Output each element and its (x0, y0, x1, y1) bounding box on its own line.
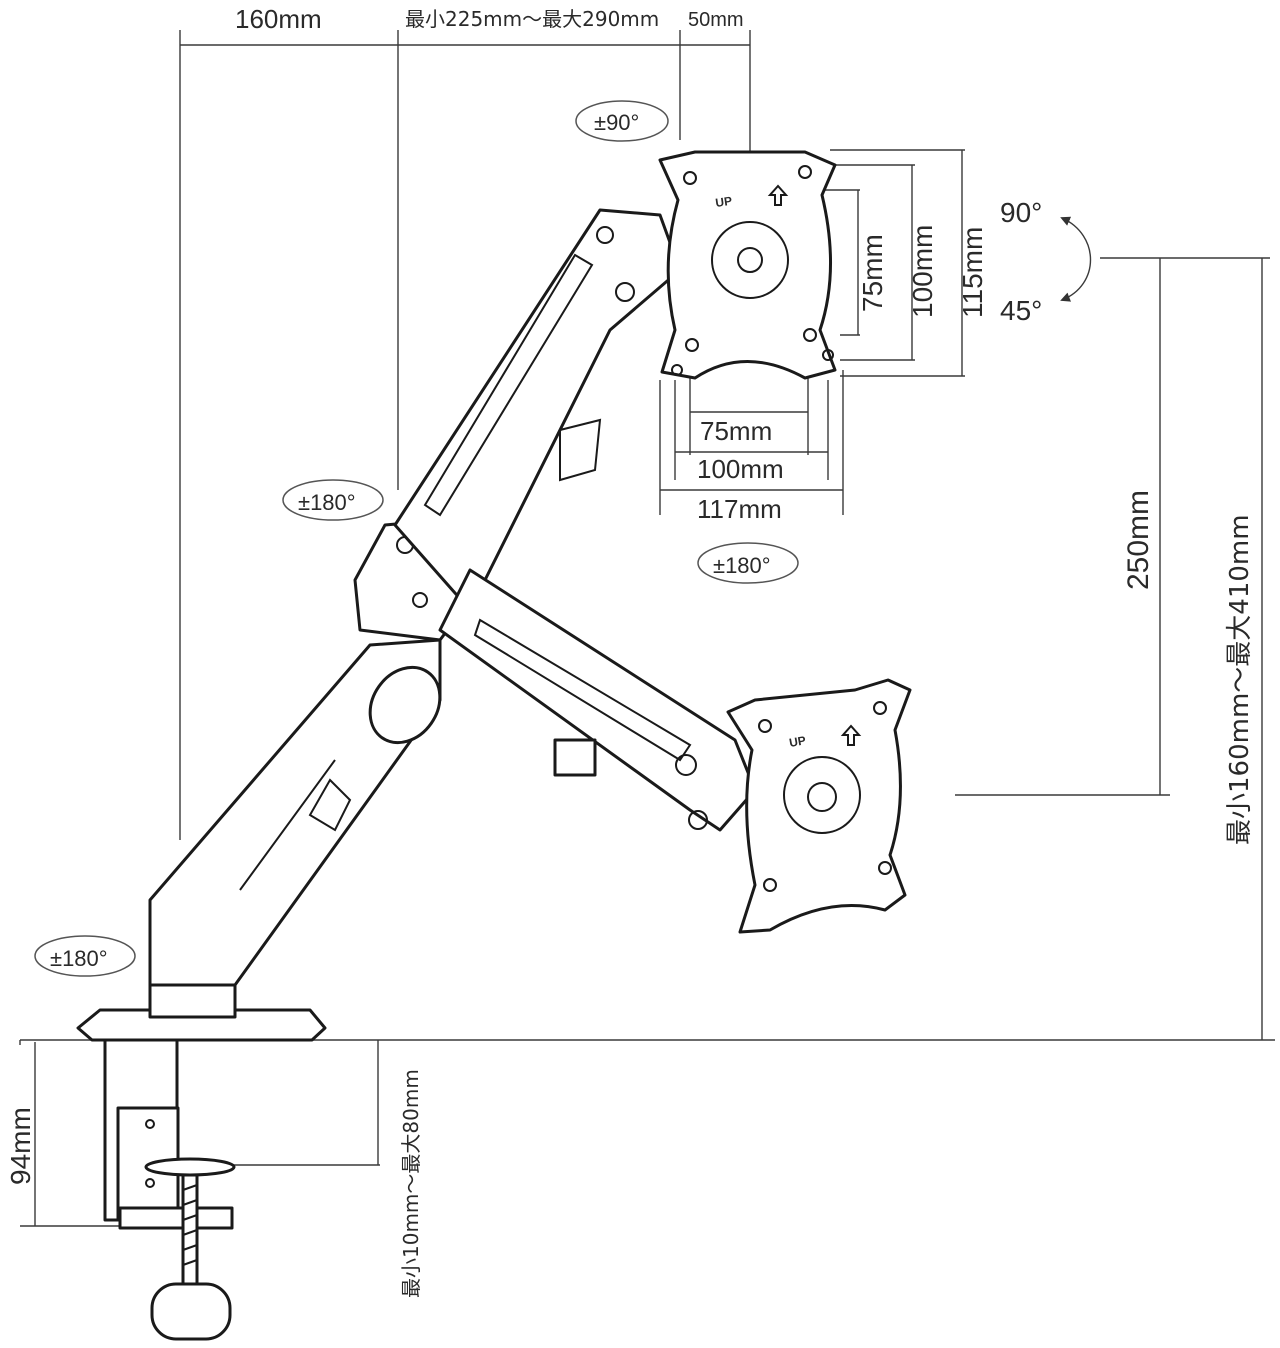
tilt-down-label: 45° (1000, 295, 1042, 326)
lower-up-arrow-icon (840, 724, 862, 746)
vesa-v-75-label: 75mm (857, 234, 888, 312)
upper-up-arrow-icon (767, 184, 789, 206)
vesa-h-100-label: 100mm (697, 454, 784, 484)
elbow-swivel-badge: ±180° (282, 479, 384, 521)
upper-arm (393, 208, 682, 612)
tilt-up-label: 90° (1000, 197, 1042, 228)
desk-thickness-label: 最小10mm～最大80mm (399, 1069, 423, 1298)
extension-label: 最小225mm～最大290mm (405, 7, 659, 31)
plate-height-label: 115mm (957, 227, 988, 318)
svg-text:±180°: ±180° (298, 490, 356, 515)
svg-text:±90°: ±90° (594, 110, 639, 135)
offset-label: 50mm (688, 9, 744, 31)
upper-vesa-plate: UP (658, 150, 837, 380)
clamp-depth-label: 94mm (5, 1107, 36, 1185)
lower-arm (148, 638, 442, 987)
height-range-label: 最小160mm～最大410mm (1225, 514, 1255, 845)
upper-plate-up-text: UP (714, 194, 732, 210)
vesa-h-75-label: 75mm (700, 416, 772, 446)
svg-text:±180°: ±180° (713, 553, 771, 578)
vesa-v-100-label: 100mm (907, 225, 938, 318)
head-swivel-badge: ±180° (697, 542, 799, 584)
lower-plate-up-text: UP (788, 733, 807, 750)
plate-width-label: 117mm (697, 494, 782, 524)
height-250-label: 250mm (1122, 490, 1155, 590)
base-plate (76, 983, 327, 1042)
lower-vesa-plate: UP (726, 678, 912, 934)
tilt-indicator: 90° 45° (1000, 197, 1092, 326)
lower-extension-arm (438, 568, 757, 832)
dimension-lines (19, 30, 1275, 1227)
desk-clamp (103, 1038, 236, 1341)
arm-reach-label: 160mm (235, 4, 322, 34)
head-rotate-badge: ±90° (575, 100, 669, 142)
svg-text:±180°: ±180° (50, 946, 108, 971)
base-swivel-badge: ±180° (34, 935, 136, 977)
